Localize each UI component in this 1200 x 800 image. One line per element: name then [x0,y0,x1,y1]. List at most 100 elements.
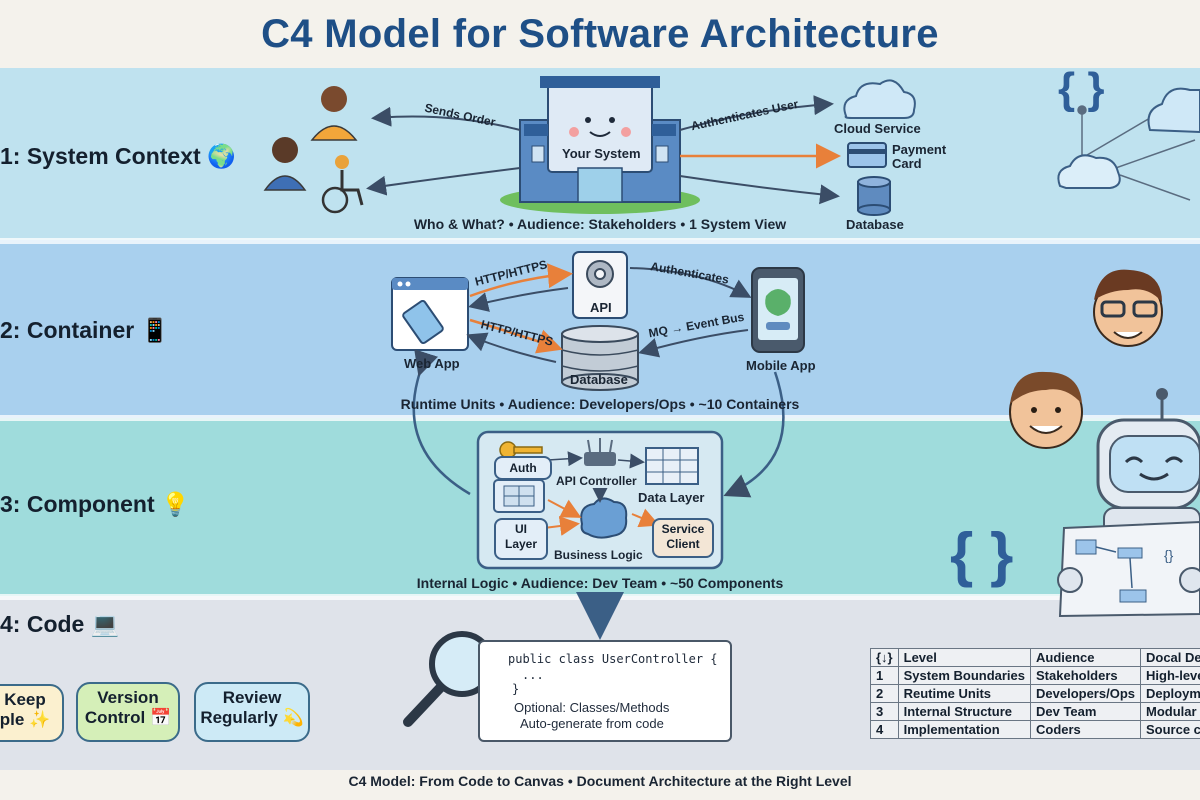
braces-icon: { } [1058,64,1104,113]
laptop-icon: 💻 [90,611,120,637]
tip-text: ple ✨ [0,710,51,729]
cloud-service-label: Cloud Service [834,121,921,136]
table-header-cell: {↓} [870,648,899,667]
code-snippet: public class UserController { ... } Opti… [478,640,732,742]
context-caption: Who & What? • Audience: Stakeholders • 1… [413,216,787,232]
container-database-icon [561,325,639,391]
level-label-context: 1: System Context 🌍 [0,143,236,170]
system-label: Your System [562,146,641,161]
tip-text: Keep [4,690,46,709]
cloud-network-icon [1057,87,1200,201]
table-cell: Coders [1030,720,1141,739]
table-cell: High-level [1140,666,1200,685]
globe-icon: 🌍 [207,143,236,169]
table-cell: Deployme [1140,684,1200,703]
table-row: 2 Reutime Units Developers/Ops Deployme [870,684,1200,703]
code-note: Optional: Classes/Methods [514,700,670,715]
tip-review-regularly: Review Regularly 💫 [194,682,310,742]
table-cell: Modular lo [1140,702,1200,721]
band-divider [0,415,1200,421]
code-note: Auto-generate from code [520,716,664,731]
wheelchair-user-icon [321,155,364,214]
database-label: Database [846,217,904,232]
database-icon [857,176,891,216]
card-label: Card [892,156,922,171]
blueprint-icon: {} [1058,520,1200,618]
tip-text: Review [222,688,282,707]
mobile-app-icon [751,267,805,353]
table-grid-icon [645,447,699,485]
key-icon [499,441,543,459]
table-cell: Reutime Units [897,684,1032,703]
api-controller-label: API Controller [556,474,637,488]
table-cell: Developers/Ops [1030,684,1141,703]
person-icon [263,137,307,191]
lightbulb-icon: 💡 [161,491,190,517]
level-label-component: 3: Component 💡 [0,491,190,518]
level-label-container: 2: Container 📱 [0,317,169,344]
ui-layer-component: UI Layer [494,518,548,560]
tip-text: Control 📅 [84,708,172,727]
web-app-icon [391,277,469,351]
developer-avatar [1009,371,1083,449]
braces-icon: { } [950,521,1013,588]
tip-version-control: Version Control 📅 [76,682,180,742]
router-icon [584,438,616,466]
level-text: 1: System Context [0,143,201,169]
table-cell: Dev Team [1030,702,1141,721]
component-caption: Internal Logic • Audience: Dev Team • ~5… [416,575,784,591]
auth-component: Auth [494,456,552,480]
table-cell: 1 [870,666,899,685]
robot-hand-icon [1057,567,1200,593]
cloud-icon [843,79,916,119]
table-cell: Implementation [897,720,1032,739]
table-cell: 2 [870,684,899,703]
band-divider [0,238,1200,244]
person-icon [310,86,358,141]
table-header-row: {↓} Level Audience Docal Det [870,648,1200,667]
service-client-text: Client [666,537,700,551]
svg-text:{}: {} [1164,547,1174,563]
mobile-app-label: Mobile App [746,358,816,373]
business-logic-label: Business Logic [554,548,643,562]
brain-icon [580,497,628,539]
footer-caption: C4 Model: From Code to Canvas • Document… [0,770,1200,800]
table-cell: Source co [1140,720,1200,739]
table-grid-icon [493,479,545,513]
tip-text: Version [97,688,159,707]
table-row: 4 Implementation Coders Source co [870,720,1200,739]
container-database-label: Database [570,372,628,387]
phone-icon: 📱 [140,317,170,343]
level-text: 4: Code [0,611,85,637]
ui-layer-text: UI [515,522,527,536]
table-cell: 4 [870,720,899,739]
code-line: ... [522,668,544,682]
ui-layer-text: Layer [504,537,538,551]
arrow-authenticates-user [679,95,834,131]
credit-card-icon [847,142,887,168]
table-header-cell: Audience [1030,648,1141,667]
api-label: API [590,300,612,315]
table-cell: Internal Structure [897,702,1032,721]
tip-text: Regularly 💫 [200,708,304,727]
page-title: C4 Model for Software Architecture [261,12,939,56]
table-header-cell: Level [897,648,1032,667]
api-gear-icon [572,251,628,319]
robot-icon [1096,388,1200,549]
table-cell: 3 [870,702,899,721]
table-header-cell: Docal Det [1140,648,1200,667]
system-building-icon [500,76,700,214]
data-layer-label: Data Layer [638,490,705,505]
container-caption: Runtime Units • Audience: Developers/Ops… [400,396,800,412]
table-row: 3 Internal Structure Dev Team Modular lo [870,702,1200,721]
code-line: } [512,682,520,696]
table-cell: Stakeholders [1030,666,1141,685]
level-label-code: 4: Code 💻 [0,611,119,638]
service-client-component: Service Client [652,518,714,558]
level-text: 3: Component [0,491,155,517]
payment-label: Payment [892,142,947,157]
web-app-label: Web App [404,356,460,371]
table-row: 1 System Boundaries Stakeholders High-le… [870,666,1200,685]
table-cell: System Boundaries [897,666,1032,685]
summary-table: {↓} Level Audience Docal Det 1 System Bo… [870,648,1200,739]
